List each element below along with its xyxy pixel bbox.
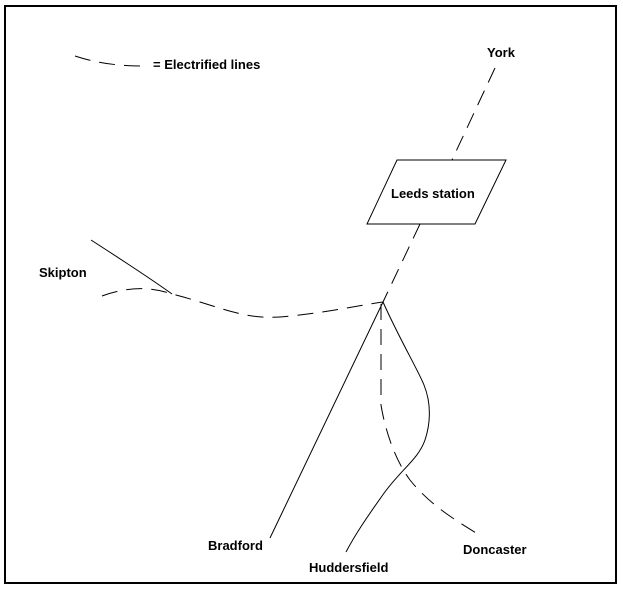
- label-doncaster: Doncaster: [463, 542, 527, 557]
- line-huddersfield: [345, 301, 430, 553]
- line-doncaster: [380, 304, 482, 537]
- line-york: [451, 67, 496, 161]
- label-skipton: Skipton: [39, 265, 87, 280]
- leeds-station-box: [366, 159, 507, 225]
- legend-label: = Electrified lines: [153, 57, 260, 72]
- line-skipton-branch: [90, 239, 173, 295]
- label-york: York: [487, 45, 516, 60]
- label-bradford: Bradford: [208, 538, 263, 553]
- line-leeds-junction: [382, 223, 421, 303]
- legend-dashed-line: [74, 55, 143, 67]
- label-huddersfield: Huddersfield: [309, 560, 389, 575]
- label-leeds-station: Leeds station: [391, 186, 475, 201]
- line-bradford: [269, 301, 384, 539]
- line-skipton: [101, 288, 384, 318]
